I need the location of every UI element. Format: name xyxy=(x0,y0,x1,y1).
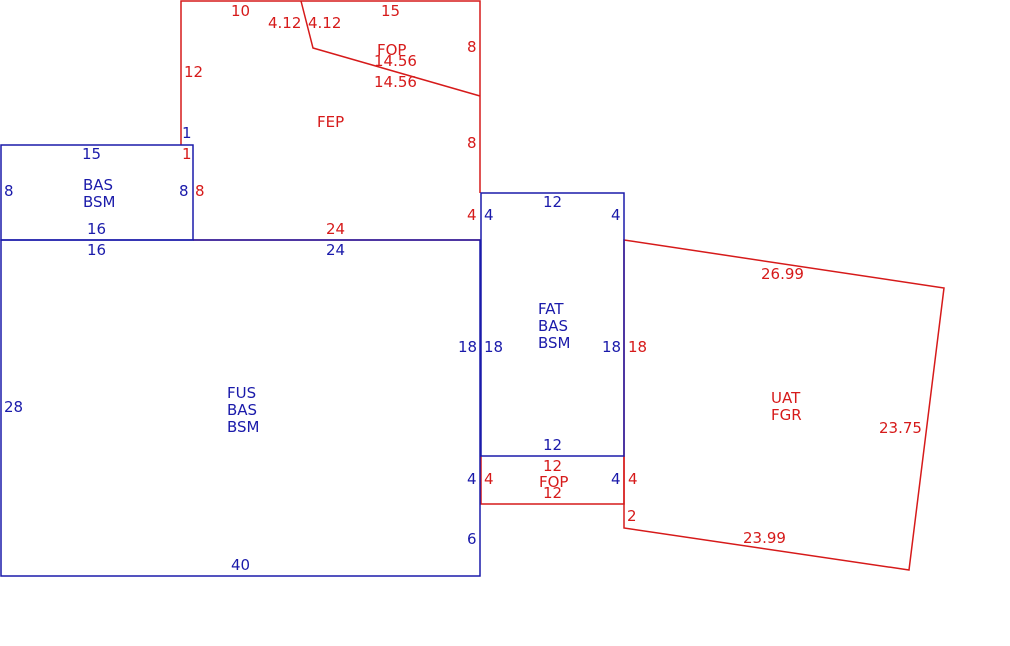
dim-label: 4.12 xyxy=(268,14,301,32)
bas-top-label-2: BSM xyxy=(83,193,116,211)
fep-outline xyxy=(180,0,481,193)
dim-label: 1 xyxy=(182,145,192,163)
dim-label: 12 xyxy=(184,63,203,81)
dim-label: 4.12 xyxy=(308,14,341,32)
uat-label-1: UAT xyxy=(771,389,801,407)
red-dimension-labels: 10 4.12 4.12 15 8 14.56 14.56 12 8 1 8 2… xyxy=(182,2,922,547)
fat-label-2: BAS xyxy=(538,317,568,335)
dim-label: 2 xyxy=(627,507,637,525)
dim-label: 10 xyxy=(231,2,250,20)
dim-label: 6 xyxy=(467,530,477,548)
dim-label: 12 xyxy=(543,193,562,211)
uat-label-2: FGR xyxy=(771,406,802,424)
fat-outline xyxy=(480,192,625,457)
fat-label-3: BSM xyxy=(538,334,571,352)
blue-dimension-labels: 1 15 8 8 16 16 24 28 18 4 6 40 12 4 4 18… xyxy=(4,124,621,574)
dim-label: 12 xyxy=(543,484,562,502)
fop-top-label: FOP xyxy=(377,41,406,59)
fus-label-3: BSM xyxy=(227,418,260,436)
fop-bottom-label: FOP xyxy=(539,473,568,491)
dim-label: 15 xyxy=(381,2,400,20)
dim-label: 18 xyxy=(484,338,503,356)
dim-label: 26.99 xyxy=(761,265,804,283)
dim-label: 28 xyxy=(4,398,23,416)
dim-label: 24 xyxy=(326,241,345,259)
dim-label: 4 xyxy=(611,206,621,224)
dim-label: 18 xyxy=(458,338,477,356)
fus-label-2: BAS xyxy=(227,401,257,419)
dim-label: 4 xyxy=(467,206,477,224)
fus-outline xyxy=(0,239,481,577)
dim-label: 4 xyxy=(628,470,638,488)
dim-label: 14.56 xyxy=(374,73,417,91)
dim-label: 12 xyxy=(543,457,562,475)
dim-label: 16 xyxy=(87,241,106,259)
area-labels: BAS BSM FUS BAS BSM FAT BAS BSM FEP FOP … xyxy=(83,41,802,491)
blue-outlines xyxy=(0,144,625,577)
dim-label: 8 xyxy=(4,182,14,200)
fat-label-1: FAT xyxy=(538,300,564,318)
dim-label: 4 xyxy=(467,470,477,488)
dim-label: 4 xyxy=(484,206,494,224)
dim-label: 12 xyxy=(543,436,562,454)
dim-label: 23.75 xyxy=(879,419,922,437)
dim-label: 8 xyxy=(195,182,205,200)
dim-label: 16 xyxy=(87,220,106,238)
dim-label: 8 xyxy=(467,134,477,152)
dim-label: 18 xyxy=(602,338,621,356)
dim-label: 4 xyxy=(611,470,621,488)
dim-label: 24 xyxy=(326,220,345,238)
fop-top-diagonal xyxy=(300,0,481,97)
dim-label: 4 xyxy=(484,470,494,488)
dim-label: 18 xyxy=(628,338,647,356)
dim-label: 1 xyxy=(182,124,192,142)
dim-label: 8 xyxy=(179,182,189,200)
dim-label: 40 xyxy=(231,556,250,574)
dim-label: 14.56 xyxy=(374,52,417,70)
fus-label-1: FUS xyxy=(227,384,256,402)
fep-label: FEP xyxy=(317,113,344,131)
dim-label: 8 xyxy=(467,38,477,56)
bas-top-label-1: BAS xyxy=(83,176,113,194)
dim-label: 15 xyxy=(82,145,101,163)
dim-label: 23.99 xyxy=(743,529,786,547)
